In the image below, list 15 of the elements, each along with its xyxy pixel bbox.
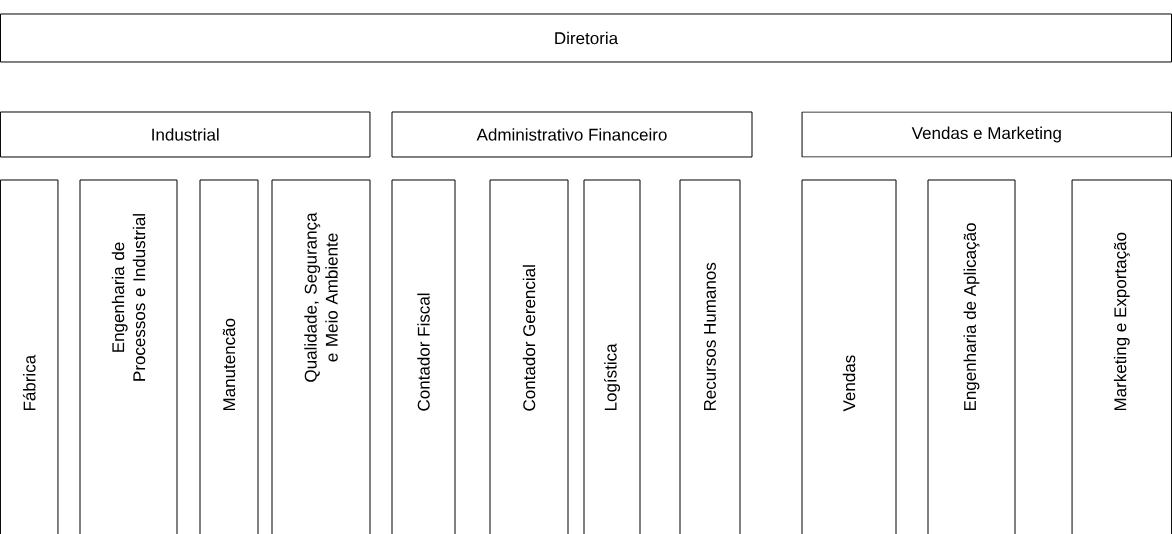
department-box: Logística	[583, 179, 641, 534]
department-box: Engenharia de Processos e Industrial	[79, 179, 178, 534]
unit-box: Vendas e Marketing	[801, 111, 1172, 158]
department-box: Engenharia de Aplicação	[927, 179, 1016, 534]
unit-box: Industrial	[0, 111, 371, 158]
department-box: Qualidade, Segurança e Meio Ambiente	[271, 179, 371, 534]
board-box: Diretoria	[0, 13, 1172, 63]
department-box: Contador Fiscal	[391, 179, 456, 534]
department-box: Marketing e Exportação	[1071, 179, 1172, 534]
unit-box: Administrativo Financeiro	[391, 111, 753, 158]
department-box: Recursos Humanos	[679, 179, 741, 534]
department-box: Fábrica	[0, 179, 59, 534]
department-box: Contador Gerencial	[489, 179, 569, 534]
department-box: Vendas	[801, 179, 897, 534]
department-box: Manutencão	[199, 179, 259, 534]
